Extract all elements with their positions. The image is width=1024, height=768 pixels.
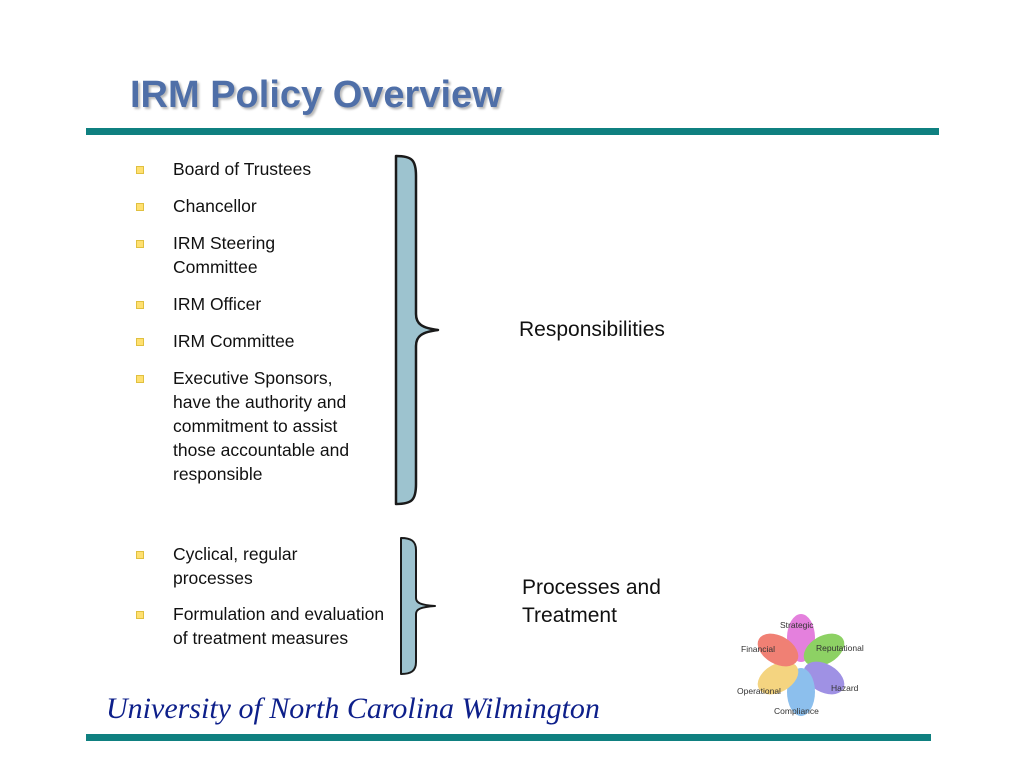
footer-university-name: University of North Carolina Wilmington	[106, 692, 600, 725]
petal-operational	[757, 661, 799, 695]
list-item: Executive Sponsors, have the authority a…	[136, 366, 358, 486]
bullet-square-icon	[136, 240, 144, 248]
bottom-divider	[86, 734, 931, 741]
processes-list: Cyclical, regular processes Formulation …	[136, 542, 386, 662]
petal-label-operational: Operational	[737, 686, 781, 696]
responsibilities-list: Board of Trustees Chancellor IRM Steerin…	[136, 157, 366, 499]
list-item: IRM Steering Committee	[136, 231, 323, 279]
petal-label-strategic: Strategic	[780, 620, 814, 630]
petal-label-compliance: Compliance	[774, 706, 819, 716]
list-item: Board of Trustees	[136, 157, 366, 181]
processes-label: Processes and Treatment	[522, 576, 661, 627]
flower-petals	[757, 614, 845, 716]
bullet-square-icon	[136, 375, 144, 383]
petal-label-hazard: Hazard	[831, 683, 859, 693]
bullet-square-icon	[136, 301, 144, 309]
list-item: IRM Committee	[136, 329, 366, 353]
list-item: Formulation and evaluation of treatment …	[136, 602, 388, 650]
risk-categories-flower-graphic: Strategic Reputational Hazard Compliance…	[737, 614, 864, 716]
top-divider	[86, 128, 939, 135]
bullet-square-icon	[136, 611, 144, 619]
bullet-square-icon	[136, 338, 144, 346]
bullet-square-icon	[136, 166, 144, 174]
list-item: Chancellor	[136, 194, 366, 218]
responsibilities-label: Responsibilities	[519, 318, 665, 341]
processes-brace	[400, 537, 436, 675]
bullet-square-icon	[136, 551, 144, 559]
petal-label-reputational: Reputational	[816, 643, 864, 653]
petal-label-financial: Financial	[741, 644, 775, 654]
petal-financial	[757, 633, 799, 667]
list-item: IRM Officer	[136, 292, 366, 316]
bullet-square-icon	[136, 203, 144, 211]
responsibilities-brace	[394, 154, 440, 506]
list-item: Cyclical, regular processes	[136, 542, 343, 590]
slide-title: IRM Policy Overview	[130, 74, 502, 116]
petal-reputational	[803, 633, 845, 667]
